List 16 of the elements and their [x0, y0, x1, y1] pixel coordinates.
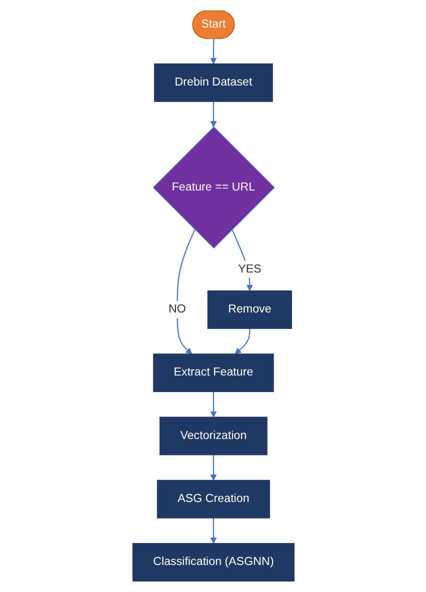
arrow — [210, 38, 216, 64]
node-box: Vectorization — [159, 416, 267, 456]
edge-label: NO — [168, 303, 186, 316]
arrow — [234, 328, 250, 354]
arrow — [176, 229, 195, 354]
arrow — [210, 454, 216, 481]
node-box: Remove — [206, 290, 292, 329]
edge-label: YES — [238, 262, 261, 276]
arrow — [210, 518, 216, 544]
arrow — [210, 392, 216, 418]
arrow — [210, 102, 216, 128]
node-diamond: Feature == URL — [152, 126, 274, 248]
node-box: Extract Feature — [152, 354, 274, 392]
node-box: Classification (ASGNN) — [132, 543, 294, 582]
node-box: Drebin Dataset — [154, 63, 272, 102]
node-box: ASG Creation — [156, 480, 270, 518]
